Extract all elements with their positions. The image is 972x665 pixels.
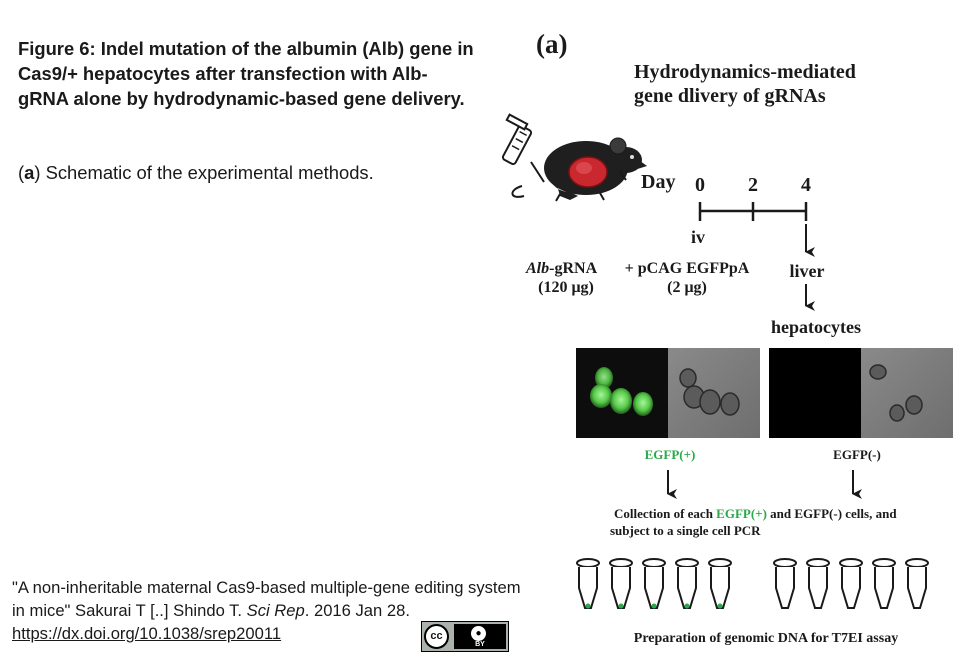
pcr-tube-icon	[872, 558, 896, 609]
pcr-tube-icon	[642, 558, 666, 609]
day-2-label: 2	[748, 174, 758, 196]
liver-label: liver	[790, 261, 825, 281]
cc-icon: cc	[424, 624, 449, 649]
collection-text-line1: Collection of each EGFP(+) and EGFP(-) c…	[614, 506, 897, 521]
egfp-negative-micrograph	[769, 348, 953, 438]
iv-label: iv	[691, 227, 705, 247]
pcr-tube-icon	[708, 558, 732, 609]
plasmid-label: + pCAG EGFPpA	[625, 260, 750, 277]
alb-grna-amount: (120 μg)	[538, 279, 594, 296]
pcr-tube-icon	[773, 558, 797, 609]
egfp-negative-label: EGFP(-)	[833, 447, 881, 462]
figure-caption-title: Figure 6: Indel mutation of the albumin …	[18, 38, 474, 109]
egfp-positive-micrograph	[576, 348, 760, 438]
timeline: Day 0 2 4 iv	[641, 171, 815, 257]
citation-journal: Sci Rep	[246, 601, 305, 620]
timeline-day-label: Day	[641, 171, 675, 193]
fluorescence-panel-negative	[769, 348, 861, 438]
pcr-tube-icon	[609, 558, 633, 609]
attribution-person-icon: ●	[471, 626, 486, 641]
figure-title-line2: gene dlivery of gRNAs	[634, 85, 826, 107]
by-label: BY	[475, 641, 485, 648]
egfp-positive-label: EGFP(+)	[645, 447, 696, 462]
panel-label: (a)	[536, 29, 567, 59]
figure-panel-a: (a) Hydrodynamics-mediated gene dlivery …	[501, 29, 953, 646]
panel-letter: a	[24, 162, 35, 183]
brightfield-panel-negative	[861, 348, 953, 438]
figure-caption-panel-a: (a) Schematic of the experimental method…	[18, 162, 374, 183]
mouse-icon	[511, 137, 647, 202]
syringe-icon	[501, 113, 545, 183]
day-4-label: 4	[801, 174, 811, 196]
alb-grna-label: Alb-gRNA	[525, 260, 598, 277]
citation: "A non-inheritable maternal Cas9-based m…	[12, 576, 522, 645]
cc-by-license-badge[interactable]: cc ● BY	[421, 621, 509, 652]
figure-title-line1: Hydrodynamics-mediated	[634, 61, 856, 83]
pcr-tube-icon	[839, 558, 863, 609]
pcr-tube-icon	[576, 558, 600, 609]
by-strip: ● BY	[454, 624, 506, 649]
collection-text-line2: subject to a single cell PCR	[610, 523, 761, 538]
doi-link[interactable]: https://dx.doi.org/10.1038/srep20011	[12, 624, 282, 643]
citation-date: . 2016 Jan 28.	[304, 601, 410, 620]
citation-quote: "A non-inheritable maternal Cas9-based m…	[12, 578, 521, 620]
hepatocytes-label: hepatocytes	[771, 317, 861, 337]
pcr-tube-icon	[905, 558, 929, 609]
day-0-label: 0	[695, 174, 705, 196]
pcr-tube-icon	[806, 558, 830, 609]
pcr-tube-icon	[675, 558, 699, 609]
preparation-label: Preparation of genomic DNA for T7EI assa…	[634, 631, 898, 646]
plasmid-amount: (2 μg)	[667, 279, 707, 296]
pcr-tube-rows	[576, 558, 929, 609]
panel-description: Schematic of the experimental methods.	[40, 162, 374, 183]
